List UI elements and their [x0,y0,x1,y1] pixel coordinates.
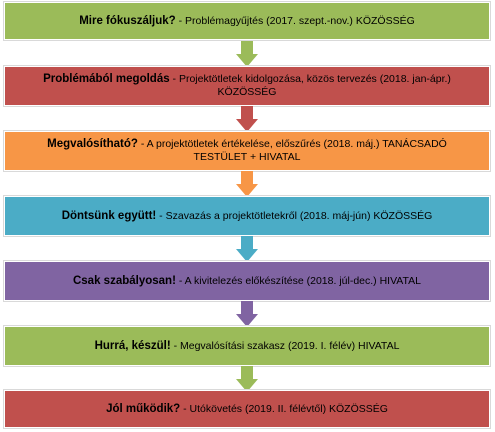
step-3-title: Megvalósítható? [47,138,138,150]
step-1-text: - Problémagyűjtés (2017. szept.-nov.) KÖ… [175,14,415,27]
step-2-content: Problémából megoldás - Projektötletek ki… [23,73,471,99]
step-3-text: - A projektötletek értékelése, előszűrés… [137,138,447,163]
step-7-title: Jól működik? [106,402,181,415]
step-2: Problémából megoldás - Projektötletek ki… [4,66,490,106]
step-2-title: Problémából megoldás [43,73,170,85]
step-7-content: Jól működik? - Utókövetés (2019. II. fél… [106,403,388,416]
step-5: Csak szabályosan! - A kivitelezés előkés… [4,261,490,301]
step-6: Hurrá, készül! - Megvalósítási szakasz (… [4,326,490,366]
arrow-down-icon [236,41,258,67]
step-6-title: Hurrá, készül! [94,339,171,352]
step-1-content: Mire fókuszáljuk? - Problémagyűjtés (201… [79,15,415,28]
step-7: Jól működik? - Utókövetés (2019. II. fél… [4,390,490,428]
step-2-text: - Projektötletek kidolgozása, közös terv… [169,73,451,98]
step-3-content: Megvalósítható? - A projektötletek érték… [23,138,471,164]
step-1-title: Mire fókuszáljuk? [79,14,176,27]
step-7-text: - Utókövetés (2019. II. félévtől) KÖZÖSS… [180,402,388,415]
step-6-text: - Megvalósítási szakasz (2019. I. félév)… [170,339,400,352]
arrow-down-icon [236,236,258,262]
arrow-down-icon [236,106,258,132]
arrow-down-icon [236,366,258,392]
step-6-content: Hurrá, készül! - Megvalósítási szakasz (… [95,340,400,353]
step-4-title: Döntsünk együtt! [61,209,157,222]
step-5-text: - A kivitelezés előkészítése (2018. júl-… [175,274,422,287]
step-4-text: - Szavazás a projektötletekről (2018. má… [156,209,433,222]
arrow-down-icon [236,171,258,197]
arrow-down-icon [236,301,258,327]
step-1: Mire fókuszáljuk? - Problémagyűjtés (201… [4,2,490,40]
step-3: Megvalósítható? - A projektötletek érték… [4,131,490,171]
step-5-title: Csak szabályosan! [72,274,176,287]
step-4-content: Döntsünk együtt! - Szavazás a projektötl… [62,210,433,223]
step-5-content: Csak szabályosan! - A kivitelezés előkés… [73,275,421,288]
step-4: Döntsünk együtt! - Szavazás a projektötl… [4,196,490,236]
